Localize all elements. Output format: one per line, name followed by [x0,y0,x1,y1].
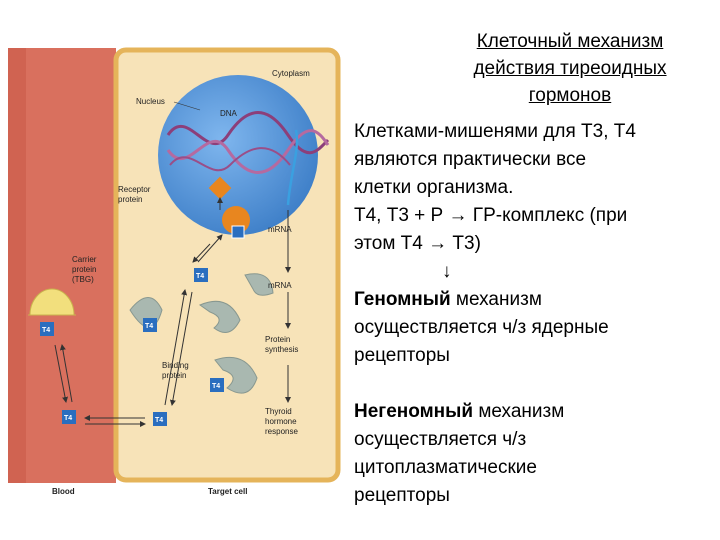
nucleus-label: Nucleus [136,97,165,106]
receptor-protein-label: protein [118,195,142,204]
slide-body-text: Клетками-мишенями для Т3, Т4 являются пр… [354,118,716,510]
down-arrow: ↓ [442,261,452,282]
body-line: клетки организма. [354,177,514,198]
arrow [169,291,193,406]
carrier-protein-label: Carrier [72,255,97,264]
t4-box: T4 [153,412,167,426]
binding-protein-2 [198,300,241,333]
body-line: рецепторы [354,485,450,506]
title-line: гормонов [528,85,612,106]
t4-box-nucleus [231,225,245,239]
body-line: осуществляется ч/з [354,429,527,450]
body-line: цитоплазматические [354,457,537,478]
t4-box: T4 [143,318,157,332]
binding-protein-label: Binding [162,361,189,370]
dna-label: DNA [220,109,238,118]
genomic-bold: Геномный [354,289,451,310]
mrna-nuclear-label: mRNA [268,225,292,234]
thyroid-response-label: hormone [265,417,297,426]
svg-text:T4: T4 [42,327,50,334]
genomic-heading: Геномный механизм [354,286,716,314]
arrow [164,289,188,406]
nongenomic-bold: Негеномный [354,401,474,422]
binding-protein-label: protein [162,371,186,380]
arrow [192,243,211,263]
body-line: этом Т4 → Т3) [354,233,481,254]
t4-box: T4 [40,322,54,336]
blood-label: Blood [52,487,75,496]
carrier-protein-label: (TBG) [72,275,94,284]
protein-synthesis-label: Protein [265,335,290,344]
title-line: действия тиреоидных [473,58,667,79]
t4-box: T4 [210,378,224,392]
svg-text:T4: T4 [145,323,153,330]
protein-synthesis-label: synthesis [265,345,298,354]
title-line: Клеточный механизм [476,31,664,52]
thyroid-response-label: Thyroid [265,407,292,416]
t4-box: T4 [194,268,208,282]
receptor-protein-label: Receptor [118,185,151,194]
body-line: осуществляется ч/з ядерные [354,317,609,338]
mrna-strand [286,129,299,206]
arrow [59,344,73,403]
target-cell-label: Target cell [208,487,247,496]
svg-text:T4: T4 [64,415,72,422]
slide-title: Клеточный механизм действия тиреоидных г… [425,28,715,109]
body-line: Т4, Т3 + Р → ГР-комплекс (при [354,205,628,226]
dna-helix [166,111,330,174]
thyroid-hormone-cell-diagram: T4 T4 T4 T4 T4 T4 Cytoplasm Nucleus DNA … [8,47,341,496]
t4-box: T4 [62,410,76,424]
binding-protein-4 [244,273,274,296]
body-line: рецепторы [354,345,450,366]
arrow [197,234,223,263]
mrna-cyto-label: mRNA [268,281,292,290]
thyroid-response-label: response [265,427,298,436]
carrier-protein-label: protein [72,265,96,274]
nongenomic-rest: механизм [473,401,565,422]
body-line: Клетками-мишенями для Т3, Т4 [354,121,636,142]
svg-text:T4: T4 [196,273,204,280]
svg-text:T4: T4 [155,417,163,424]
genomic-rest: механизм [450,289,542,310]
arrow [54,344,68,403]
binding-protein-3 [214,356,258,394]
nongenomic-heading: Негеномный механизм [354,398,716,426]
nucleus [158,75,318,235]
svg-text:T4: T4 [212,383,220,390]
cytoplasm-label: Cytoplasm [272,69,310,78]
carrier-protein [29,288,75,316]
body-line: являются практически все [354,149,587,170]
